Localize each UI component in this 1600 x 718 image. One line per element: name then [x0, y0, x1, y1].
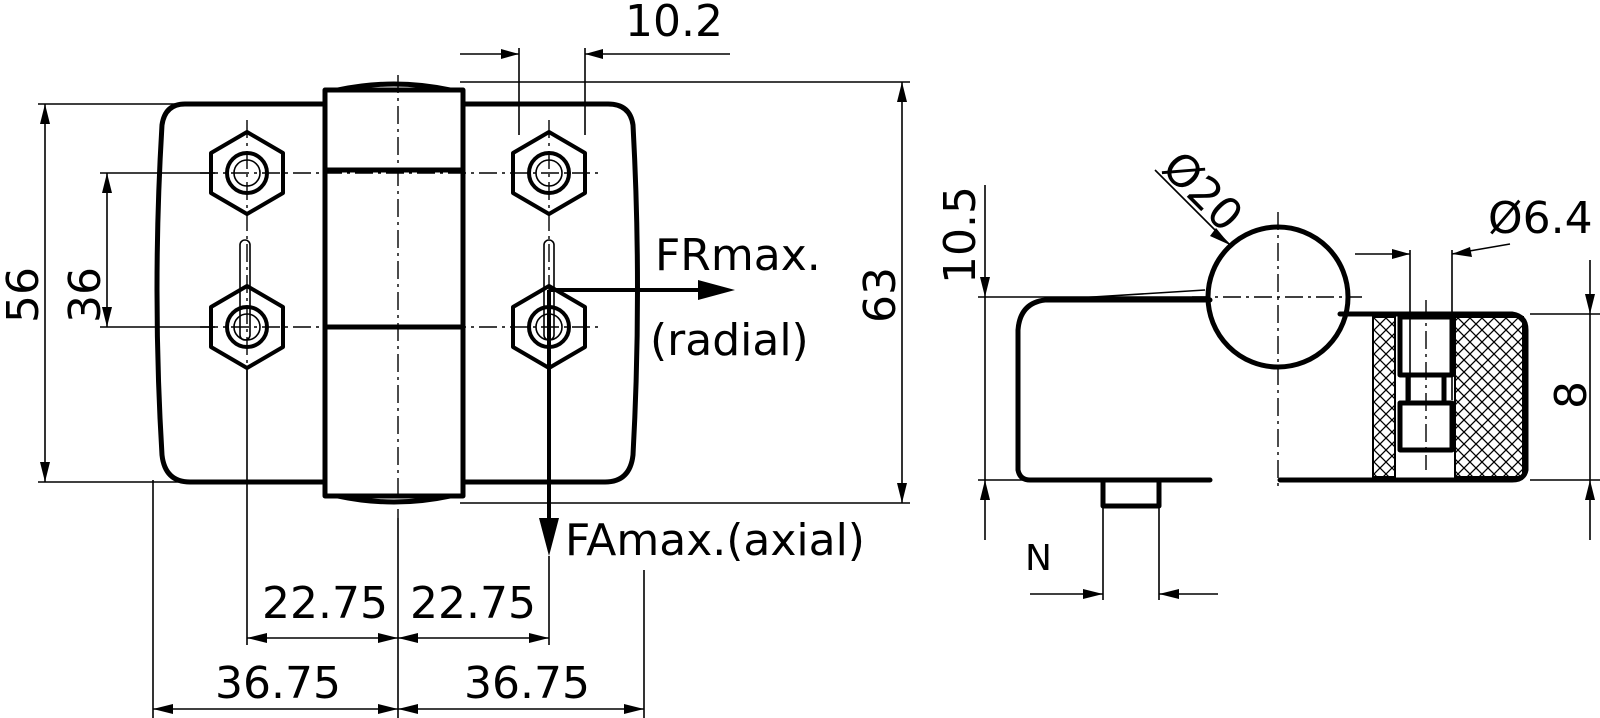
dim-height-total: 63 [460, 81, 910, 504]
svg-text:Ø20: Ø20 [1152, 142, 1252, 242]
dim-side-thickness: 8 [1530, 260, 1600, 540]
side-left-leaf [1015, 297, 1213, 483]
radial-force-sub: (radial) [650, 315, 809, 366]
dim-hole-offsets: 22.75 22.75 [246, 370, 550, 718]
radial-force-label: FRmax. [655, 230, 821, 281]
knuckle-body [322, 87, 466, 499]
side-right-leaf [1277, 311, 1529, 483]
svg-text:36.75: 36.75 [215, 658, 341, 709]
dim-side-pin-diameter: Ø20 [1152, 142, 1252, 246]
dim-side-offset: 10.5 [935, 185, 1210, 540]
side-insert-hatch [1454, 316, 1524, 478]
svg-text:8: 8 [1546, 381, 1597, 409]
svg-text:22.75: 22.75 [410, 578, 536, 629]
axial-force-arrow [539, 290, 559, 556]
radial-force-arrow [549, 280, 735, 300]
dim-side-nut: N [1025, 506, 1218, 600]
svg-text:22.75: 22.75 [262, 578, 388, 629]
side-insert-hatch-left [1372, 316, 1396, 478]
side-view: 10.5 Ø20 Ø6.4 8 [935, 142, 1600, 600]
svg-text:Ø6.4: Ø6.4 [1488, 193, 1593, 244]
svg-text:10.5: 10.5 [935, 186, 986, 284]
knuckle-top-cap [335, 81, 453, 93]
svg-text:56: 56 [0, 267, 49, 323]
dim-width-halves: 36.75 36.75 [152, 480, 645, 718]
svg-text:N: N [1025, 538, 1052, 579]
axial-force-label: FAmax.(axial) [565, 515, 865, 566]
left-leaf-outline [154, 101, 328, 485]
knuckle-bottom-cap [335, 493, 453, 505]
side-left-leaf-edge [1044, 289, 1206, 301]
dim-height-holes: 36 [60, 172, 215, 328]
svg-text:36.75: 36.75 [464, 658, 590, 709]
side-nut [1100, 477, 1162, 509]
dim-top-pitch: 10.2 [460, 0, 730, 135]
svg-text:63: 63 [855, 267, 906, 323]
dim-height-outer: 56 [0, 103, 185, 483]
front-view: FRmax. (radial) FAmax.(axial) 10.2 56 [0, 0, 910, 718]
svg-text:10.2: 10.2 [625, 0, 723, 47]
dim-side-hole-diameter: Ø6.4 [1355, 193, 1593, 400]
svg-text:36: 36 [60, 267, 111, 323]
